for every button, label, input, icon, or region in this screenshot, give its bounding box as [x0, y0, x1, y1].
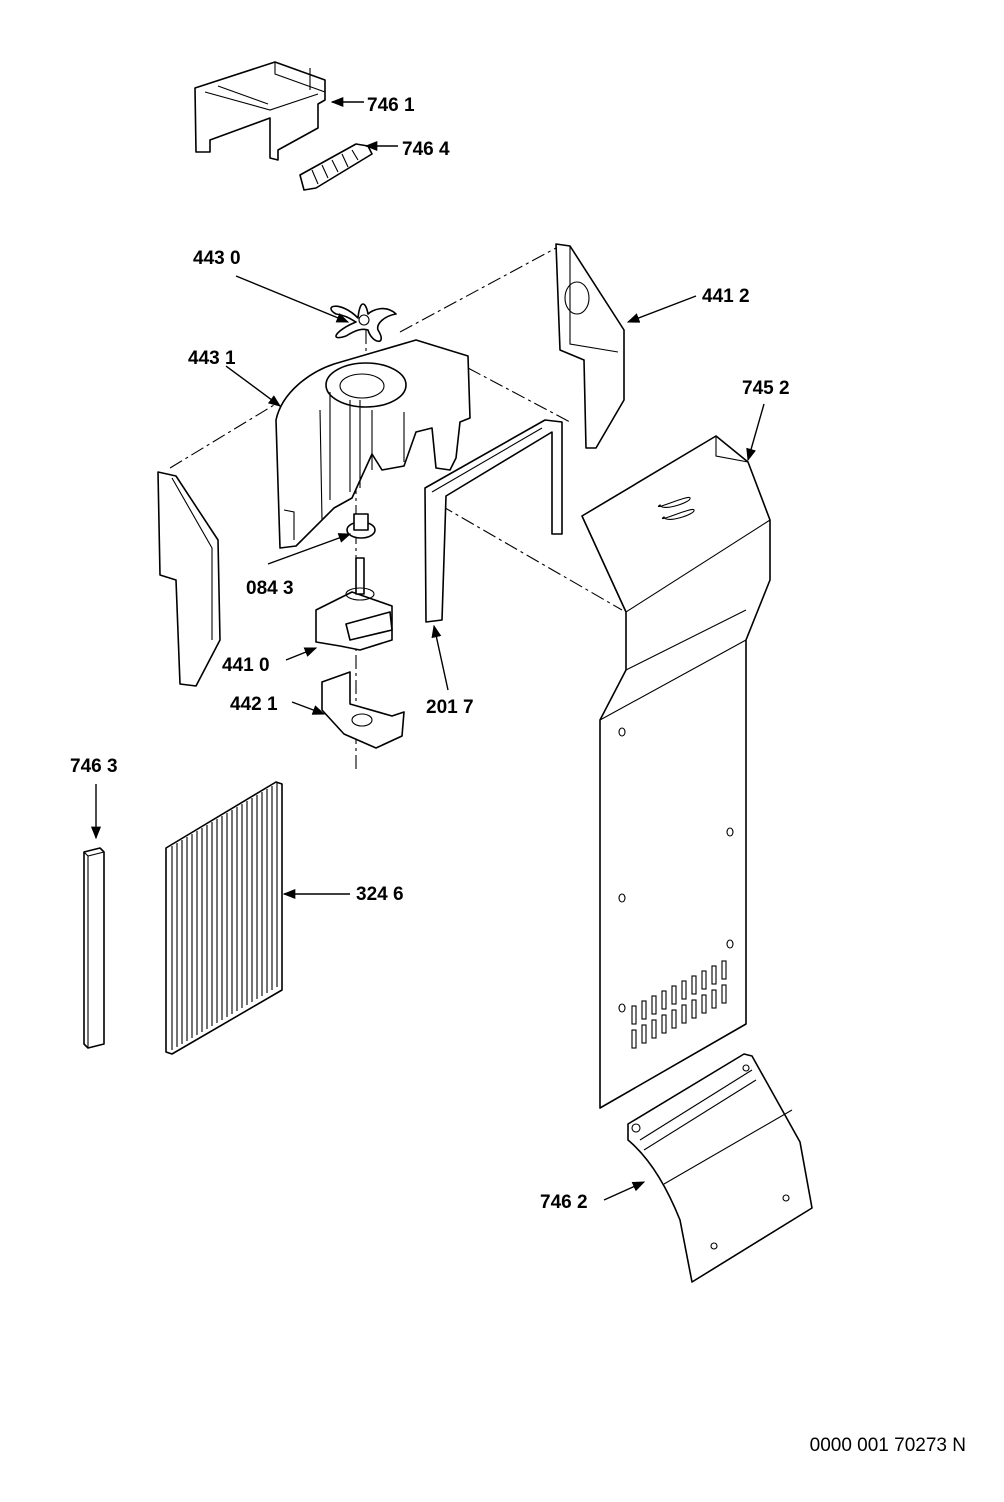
part-084-3-bushing [346, 513, 376, 539]
label-443-1: 443 1 [188, 348, 236, 369]
vent-slot [681, 1004, 687, 1024]
vent-slot [651, 995, 657, 1015]
leader-201-7 [431, 624, 449, 691]
part-201-7-u-frame [424, 419, 563, 623]
part-left-side-panel [157, 471, 221, 687]
leader-084-3 [267, 533, 352, 565]
vent-slot [691, 975, 697, 995]
label-084-3: 084 3 [246, 578, 294, 599]
label-201-7: 201 7 [426, 697, 474, 718]
part-746-4-rod [299, 143, 373, 191]
leader-746-2 [603, 1181, 646, 1201]
part-443-1-fan-housing [275, 339, 471, 549]
label-746-3: 746 3 [70, 756, 118, 777]
vent-slot [691, 999, 697, 1019]
vent-slot [631, 1005, 637, 1025]
part-441-0-motor [315, 557, 393, 651]
vent-slot [641, 1000, 647, 1020]
vent-slot [661, 990, 667, 1010]
part-746-2-outlet [627, 1053, 813, 1283]
part-443-0-fan-blade [330, 303, 397, 343]
label-441-2: 441 2 [702, 286, 750, 307]
label-746-4: 746 4 [402, 139, 450, 160]
label-746-1: 746 1 [367, 95, 415, 116]
vent-slot [701, 970, 707, 990]
leader-442-1 [291, 701, 326, 715]
document-number: 0000 001 70273 N [810, 1435, 966, 1456]
leader-441-0 [285, 647, 318, 661]
leader-443-0 [235, 275, 350, 323]
part-442-1-bracket [321, 671, 405, 749]
label-746-2: 746 2 [540, 1192, 588, 1213]
part-labels: 746 1 746 4 443 0 441 2 443 1 745 2 084 … [70, 95, 790, 1213]
label-441-0: 441 0 [222, 655, 270, 676]
vent-slot [701, 994, 707, 1014]
label-745-2: 745 2 [742, 378, 790, 399]
leader-745-2 [746, 403, 765, 462]
leader-lines [90, 96, 765, 1201]
part-746-3-strip [83, 847, 105, 1049]
vent-slot [721, 984, 727, 1004]
vent-slot [671, 1009, 677, 1029]
part-746-1-bracket [194, 61, 326, 161]
vent-slot [661, 1014, 667, 1034]
vent-slot [681, 980, 687, 1000]
vent-slot [721, 960, 727, 980]
label-443-0: 443 0 [193, 248, 241, 269]
vent-slot [631, 1029, 637, 1049]
leader-441-2 [626, 295, 697, 323]
vent-slot [671, 985, 677, 1005]
vent-slot [711, 989, 717, 1009]
vent-slot [711, 965, 717, 985]
label-442-1: 442 1 [230, 694, 278, 715]
leader-443-1 [225, 365, 282, 407]
vent-slot [651, 1019, 657, 1039]
part-745-2-duct [581, 435, 771, 1109]
label-324-6: 324 6 [356, 884, 404, 905]
part-441-2-side-panel [555, 243, 625, 449]
vent-slot [641, 1024, 647, 1044]
part-324-6-grille [165, 781, 283, 1055]
